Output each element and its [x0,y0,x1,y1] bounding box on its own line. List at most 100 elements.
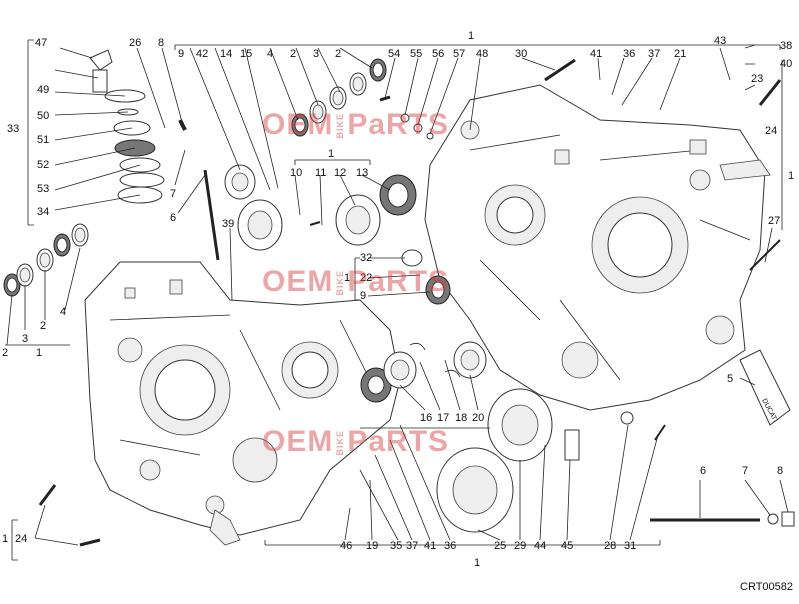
callout-33: 33 [7,123,20,135]
callout-26: 26 [129,37,142,49]
watermark-brand-left: OEM [262,265,334,298]
callout-1-right: 1 [788,170,795,182]
pump-assembly [89,49,165,204]
callout-41-bottom: 41 [424,540,437,552]
callout-1-bottom-left: 1 [2,533,9,545]
callout-36-bottom: 36 [444,540,457,552]
lower-bearings [360,341,580,533]
sealant-tube: DUCATI [739,349,791,426]
callout-31: 31 [624,540,637,552]
callout-1-left: 1 [36,347,43,359]
callout-36: 36 [623,48,636,60]
callout-5: 5 [727,373,734,385]
callout-23: 23 [751,73,764,85]
callout-8-right: 8 [777,465,784,477]
callout-29: 29 [514,540,527,552]
callout-37: 37 [648,48,661,60]
callout-4: 4 [267,48,274,60]
callout-56: 56 [432,48,445,60]
callout-21: 21 [674,48,687,60]
right-crankcase-half [424,84,771,411]
callout-42: 42 [196,48,209,60]
callout-14: 14 [220,48,233,60]
callout-32: 32 [360,252,373,264]
callout-25: 25 [494,540,507,552]
watermark-brand-right: PaRTS [347,265,450,298]
callout-3: 3 [313,48,320,60]
callout-24-top: 24 [765,125,778,137]
watermark-brand-left: OEM [262,425,334,458]
callout-46: 46 [340,540,353,552]
callout-10: 10 [290,167,303,179]
callout-28: 28 [604,540,617,552]
callout-1-mid: 1 [328,148,335,160]
diagram-code: CRT00582 [740,581,793,593]
callout-1-bottom: 1 [474,557,481,569]
callout-43: 43 [714,35,727,47]
callout-52: 52 [37,159,50,171]
callout-51: 51 [37,134,50,146]
callout-16: 16 [420,412,433,424]
callout-7-right: 7 [742,465,749,477]
left-crankcase-half [84,261,401,546]
left-seals-bearings [3,223,89,297]
callout-17: 17 [437,412,450,424]
callout-3-left: 3 [22,333,29,345]
callout-6: 6 [170,212,177,224]
callout-55: 55 [410,48,423,60]
callout-2-left: 2 [2,347,9,359]
callout-1-top: 1 [468,30,475,42]
callout-44: 44 [534,540,547,552]
callout-53: 53 [37,183,50,195]
callout-27: 27 [768,215,781,227]
callout-40: 40 [780,58,793,70]
callout-22: 22 [360,272,373,284]
watermark-brand-right: PaRTS [347,108,450,141]
callout-7: 7 [170,188,177,200]
callout-20: 20 [472,412,485,424]
callout-11: 11 [315,167,327,179]
watermark-brand-mid: BIKE [335,270,346,296]
watermark-brand-mid: BIKE [335,113,346,139]
watermark-brand-left: OEM [262,108,334,141]
watermark-brand-right: PaRTS [347,425,450,458]
callout-4-left: 4 [60,306,67,318]
middle-bearings [224,164,451,305]
callout-38: 38 [780,40,793,52]
callout-54: 54 [388,48,401,60]
callout-50: 50 [37,110,50,122]
callout-37-bottom: 37 [406,540,419,552]
callout-8: 8 [158,37,165,49]
callout-1-midmid: 1 [344,272,351,284]
callout-24-bottom: 24 [15,533,28,545]
watermark-brand-mid: BIKE [335,430,346,456]
bolts-and-studs [38,58,795,547]
callout-39: 39 [222,218,235,230]
callout-49: 49 [37,84,50,96]
callout-6-right: 6 [700,465,707,477]
leader-lines [5,39,789,561]
callout-57: 57 [453,48,466,60]
top-seals-bearings [291,58,387,137]
callout-9-mid: 9 [360,290,367,302]
callout-35: 35 [390,540,403,552]
callout-34: 34 [37,206,50,218]
callout-18: 18 [455,412,468,424]
callout-45: 45 [561,540,574,552]
callout-15: 15 [240,48,253,60]
callout-2-left2: 2 [40,320,47,332]
callout-12: 12 [334,167,347,179]
callout-13: 13 [356,167,369,179]
callout-2b: 2 [335,48,342,60]
callout-47: 47 [35,37,48,49]
callout-41: 41 [590,48,603,60]
callout-19: 19 [366,540,379,552]
callout-30: 30 [515,48,528,60]
callout-48: 48 [476,48,489,60]
callout-9: 9 [178,48,185,60]
callout-2: 2 [290,48,297,60]
